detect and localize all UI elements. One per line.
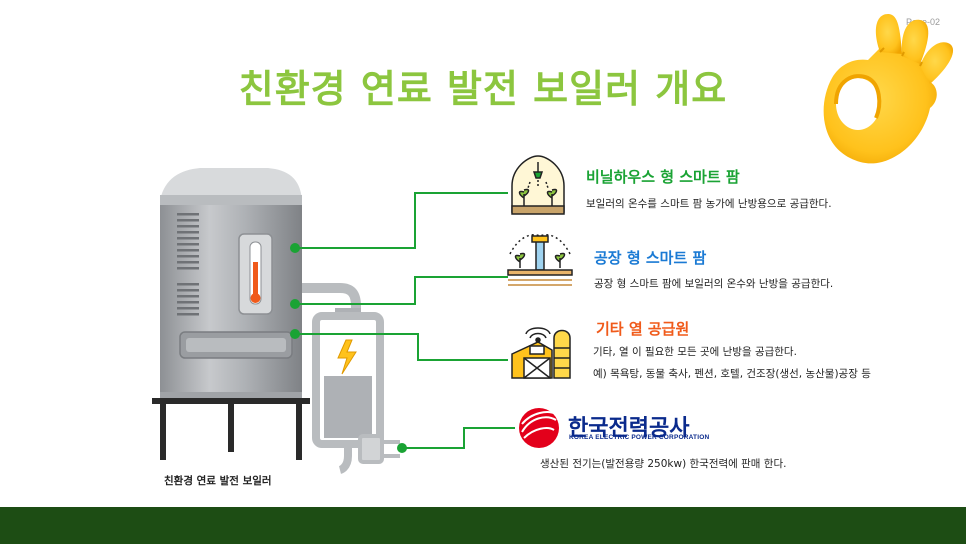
connector-lines [295,192,515,449]
barn-icon [511,327,571,379]
factory-title: 공장 형 스마트 팜 [594,249,707,267]
other-desc-1: 기타, 열 이 필요한 모든 곳에 난방을 공급한다. [593,346,797,358]
connector-dot [290,299,300,309]
kepco-name: 한국전력공사 [568,416,690,441]
other-title: 기타 열 공급원 [596,320,690,338]
boiler-tank [160,168,302,400]
boiler-stand [152,398,310,460]
sprinkler-farm-icon [507,234,573,286]
connector-dot [290,329,300,339]
kepco-name-english: KOREA ELECTRIC POWER CORPORATION [569,434,710,441]
other-desc-2: 예) 목욕탕, 동물 축사, 펜션, 호텔, 건조장(생선, 농산물)공장 등 [593,368,871,380]
power-plug-icon [338,434,400,474]
footer-bar [0,507,966,544]
greenhouse-title: 비닐하우스 형 스마트 팜 [586,168,740,186]
boiler-caption: 친환경 연료 발전 보일러 [164,475,272,487]
greenhouse-icon [511,155,565,215]
factory-desc: 공장 형 스마트 팜에 보일러의 온수와 난방을 공급한다. [594,278,834,290]
kepco-logo [519,408,559,448]
connector-dot [290,243,300,253]
connector-dot [397,443,407,453]
kepco-desc: 생산된 전기는(발전용량 250kw) 한국전력에 판매 한다. [540,458,787,470]
battery-icon [312,308,384,448]
greenhouse-desc: 보일러의 온수를 스마트 팜 농가에 난방용으로 공급한다. [586,198,832,210]
page-title: 친환경 연료 발전 보일러 개요 [238,67,728,111]
ok-hand-icon [823,14,954,164]
